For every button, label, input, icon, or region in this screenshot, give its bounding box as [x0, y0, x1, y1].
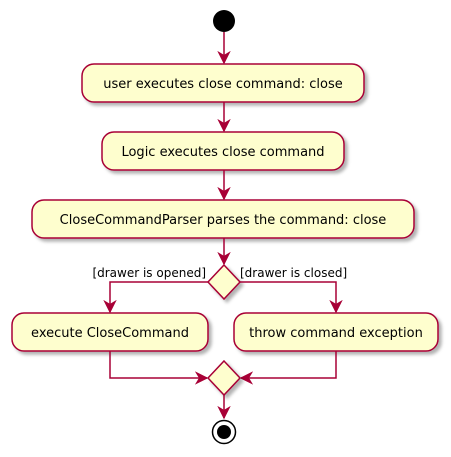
- activity-execute-close-label: execute CloseCommand: [31, 326, 189, 341]
- guard-drawer-closed: [drawer is closed]: [240, 266, 347, 280]
- activity-throw-exception-label: throw command exception: [249, 326, 423, 341]
- activity-user-executes: user executes close command: close: [81, 63, 365, 103]
- merge-right-arrow: [239, 351, 337, 385]
- guard-drawer-opened: [drawer is opened]: [92, 266, 206, 280]
- decision-node: [206, 263, 242, 301]
- start-node: [213, 10, 235, 32]
- activity-logic-executes: Logic executes close command: [101, 131, 345, 171]
- merge-node: [206, 359, 242, 397]
- activity-parser-parses-label: CloseCommandParser parses the command: c…: [60, 213, 387, 228]
- branch-right-arrow: [240, 281, 343, 314]
- activity-throw-exception: throw command exception: [233, 312, 439, 352]
- activity-user-executes-label: user executes close command: close: [103, 77, 342, 92]
- activity-logic-executes-label: Logic executes close command: [121, 145, 324, 160]
- activity-execute-close: execute CloseCommand: [11, 312, 209, 352]
- end-node: [211, 419, 237, 445]
- activity-parser-parses: CloseCommandParser parses the command: c…: [31, 199, 415, 239]
- merge-left-arrow: [109, 351, 209, 385]
- branch-left-arrow: [103, 281, 208, 314]
